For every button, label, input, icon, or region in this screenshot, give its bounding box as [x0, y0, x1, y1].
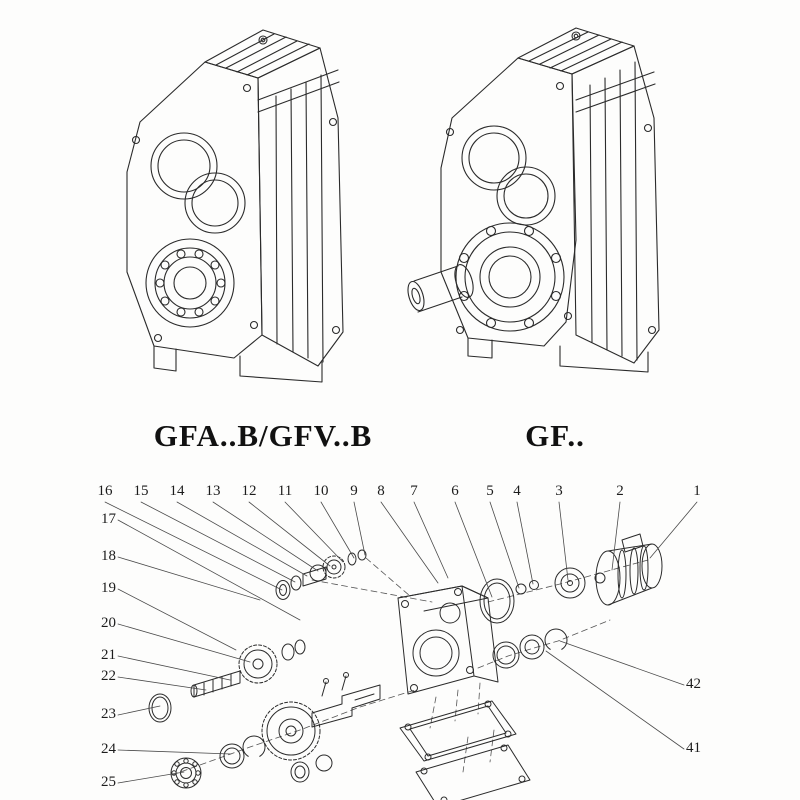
part-number-5: 5: [486, 483, 494, 499]
leader-lines-right: [545, 640, 685, 750]
part-number-3: 3: [555, 483, 563, 499]
part-number-10: 10: [313, 483, 329, 499]
housing-body: [397, 585, 499, 695]
model-label-gf: GF..: [525, 418, 585, 453]
part-number-42: 42: [686, 676, 701, 692]
output-bearing: [170, 757, 202, 789]
gearbox-left-drawing: [126, 29, 344, 383]
part-number-23: 23: [101, 706, 116, 722]
part-number-13: 13: [205, 483, 221, 499]
part-number-18: 18: [101, 548, 116, 564]
leader-lines-top: [104, 501, 698, 598]
part-number-25: 25: [101, 774, 116, 790]
motor-side-parts: [479, 533, 663, 624]
motor-drawing: [594, 533, 663, 606]
part-number-22: 22: [101, 668, 116, 684]
model-label-gfab-gfvb: GFA..B/GFV..B: [153, 418, 373, 453]
exploded-view-drawing: [104, 501, 698, 800]
output-gear-train: [170, 684, 381, 789]
input-gear-train: [275, 549, 367, 600]
intermediate-gear-train: [148, 639, 349, 723]
part-number-41: 41: [686, 740, 701, 756]
part-number-8: 8: [377, 483, 385, 499]
part-number-15: 15: [133, 483, 149, 499]
cover-plates: [399, 700, 531, 800]
part-number-20: 20: [101, 615, 116, 631]
part-number-6: 6: [451, 483, 459, 499]
left-output-bearing: [145, 238, 235, 328]
part-number-19: 19: [101, 580, 116, 596]
part-number-9: 9: [350, 483, 358, 499]
part-number-11: 11: [277, 483, 293, 499]
part-number-2: 2: [616, 483, 624, 499]
leader-lines-left: [117, 519, 301, 784]
part-number-4: 4: [513, 483, 521, 499]
right-output-flange: [455, 222, 565, 332]
part-number-17: 17: [101, 511, 116, 527]
part-number-1: 1: [693, 483, 701, 499]
part-number-7: 7: [410, 483, 418, 499]
gearbox-right-drawing: [407, 27, 660, 373]
part-number-21: 21: [101, 647, 116, 663]
part-number-12: 12: [241, 483, 257, 499]
part-number-14: 14: [169, 483, 185, 499]
part-number-16: 16: [97, 483, 113, 499]
part-number-24: 24: [101, 741, 116, 757]
output-rings: [492, 628, 568, 669]
right-output-shaft: [407, 264, 474, 313]
